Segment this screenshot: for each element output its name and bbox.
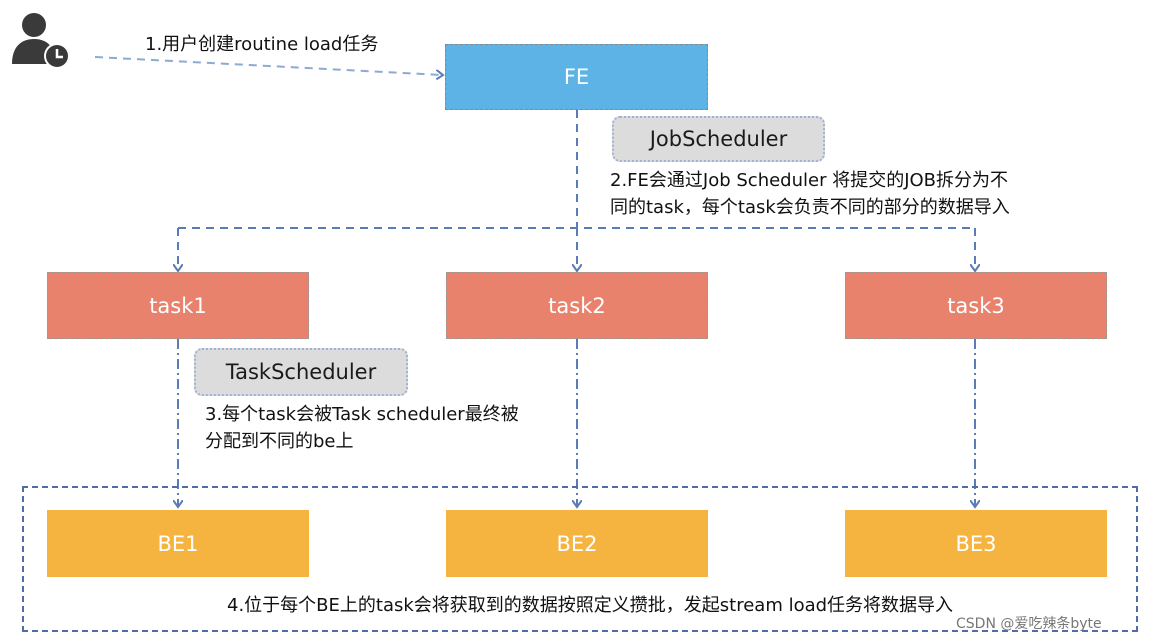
step3-line2: 分配到不同的be上: [205, 431, 354, 452]
step2-line2: 同的task，每个task会负责不同的部分的数据导入: [610, 197, 1010, 218]
step2-label: 2.FE会通过Job Scheduler 将提交的JOB拆分为不 同的task，…: [610, 167, 1010, 221]
user-clock-icon: [12, 13, 70, 69]
step3-line1: 3.每个task会被Task scheduler最终被: [205, 404, 519, 425]
task-scheduler: TaskScheduler: [194, 348, 408, 396]
step3-label: 3.每个task会被Task scheduler最终被 分配到不同的be上: [205, 401, 519, 455]
task1-node: task1: [47, 272, 309, 339]
task2-node: task2: [446, 272, 708, 339]
job-scheduler: JobScheduler: [612, 116, 825, 162]
task3-node: task3: [845, 272, 1107, 339]
step2-line1: 2.FE会通过Job Scheduler 将提交的JOB拆分为不: [610, 170, 1009, 191]
be2-node: BE2: [446, 510, 708, 577]
arrow-user-to-fe: [94, 56, 442, 75]
fe-node: FE: [445, 44, 708, 110]
be3-node: BE3: [845, 510, 1107, 577]
watermark: CSDN @爱吃辣条byte: [956, 616, 1102, 632]
step4-label: 4.位于每个BE上的task会将获取到的数据按照定义攒批，发起stream lo…: [227, 595, 954, 616]
step1-label: 1.用户创建routine load任务: [145, 34, 379, 55]
be1-node: BE1: [47, 510, 309, 577]
be-cluster-container: [22, 486, 1138, 632]
